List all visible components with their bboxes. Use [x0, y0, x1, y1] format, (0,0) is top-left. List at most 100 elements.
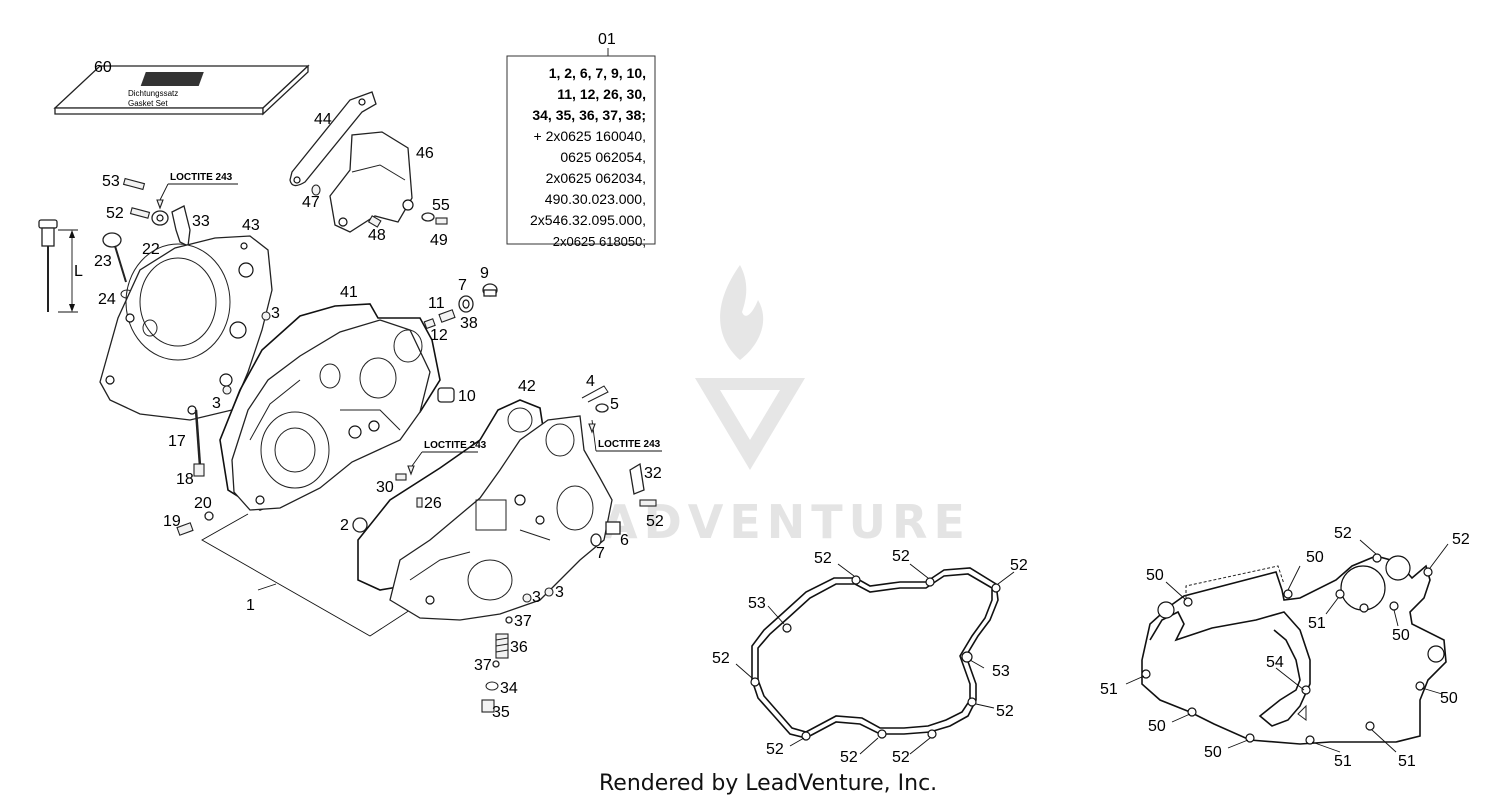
- screw-48: [367, 215, 382, 228]
- callout-gasket-54: 54: [1266, 654, 1284, 671]
- callout-gasket-52: 52: [1334, 525, 1352, 542]
- bracket-32: [629, 462, 645, 495]
- screw-52-right: [639, 499, 657, 507]
- callout-47: 47: [302, 194, 320, 211]
- dowel-3c: [522, 593, 532, 603]
- plug-23: [102, 232, 127, 283]
- callout-37-a: 37: [514, 613, 532, 630]
- callout-3-c: 3: [532, 589, 541, 606]
- bracket-44: [289, 91, 377, 187]
- callout-3-a: 3: [271, 305, 280, 322]
- callout-19: 19: [163, 513, 181, 530]
- bushing-10: [437, 387, 455, 403]
- callout-34: 34: [500, 680, 518, 697]
- callout-23: 23: [94, 253, 112, 270]
- kit-line: 0625 062054,: [560, 149, 646, 165]
- callout-32: 32: [644, 465, 662, 482]
- seal-7b: [590, 533, 602, 547]
- callout-2: 2: [340, 517, 349, 534]
- callout-4: 4: [586, 373, 595, 390]
- kit-line: 1, 2, 6, 7, 9, 10,: [549, 65, 646, 81]
- callout-9: 9: [480, 265, 489, 282]
- callout-52-right: 52: [646, 513, 664, 530]
- screw-30: [395, 473, 407, 481]
- callout-36: 36: [510, 639, 528, 656]
- callout-52-left: 52: [106, 205, 124, 222]
- callout-12: 12: [430, 327, 448, 344]
- dipstick: [38, 219, 58, 312]
- callout-30: 30: [376, 479, 394, 496]
- callout-gasket-52: 52: [814, 550, 832, 567]
- callout-41: 41: [340, 284, 358, 301]
- clip-4: [581, 385, 609, 403]
- part-5: [595, 403, 609, 413]
- callout-gasket-52: 52: [766, 741, 784, 758]
- dowel-3a: [261, 311, 271, 321]
- callout-24: 24: [98, 291, 116, 308]
- callout-46: 46: [416, 145, 434, 162]
- callout-gasket-52: 52: [892, 548, 910, 565]
- callout-17: 17: [168, 433, 186, 450]
- package-line-1: Dichtungssatz: [128, 89, 178, 98]
- washer-20: [204, 511, 214, 521]
- screw-19: [176, 522, 194, 536]
- callout-55: 55: [432, 197, 450, 214]
- screw-52-left: [129, 207, 151, 219]
- kit-box: [506, 55, 656, 245]
- crankcase-gasket: [1141, 553, 1447, 745]
- callout-37-b: 37: [474, 657, 492, 674]
- stud-17: [194, 409, 202, 467]
- callout-33: 33: [192, 213, 210, 230]
- callout-gasket-50: 50: [1440, 690, 1458, 707]
- callout-7-a: 7: [458, 277, 467, 294]
- cover-46: [329, 131, 414, 233]
- callout-10: 10: [458, 388, 476, 405]
- callout-gasket-50: 50: [1148, 718, 1166, 735]
- callout-gasket-52: 52: [840, 749, 858, 766]
- kit-line: + 2x0625 160040,: [534, 128, 647, 144]
- callout-5: 5: [610, 396, 619, 413]
- ball-37b: [492, 660, 500, 668]
- lever-33: [171, 205, 191, 247]
- screw-53: [122, 177, 146, 191]
- screw-49: [435, 217, 448, 225]
- loctite-label-2: LOCTITE 243: [424, 440, 487, 451]
- kit-line: 2x0625 618050;: [553, 234, 646, 249]
- callout-gasket-51: 51: [1100, 681, 1118, 698]
- callout-gasket-50: 50: [1146, 567, 1164, 584]
- washer-34: [485, 681, 499, 691]
- callout-1: 1: [246, 597, 255, 614]
- callout-48: 48: [368, 227, 386, 244]
- callout-43: 43: [242, 217, 260, 234]
- kit-line: 11, 12, 26, 30,: [557, 86, 646, 102]
- callout-44: 44: [314, 111, 332, 128]
- washer-55: [421, 212, 435, 222]
- callout-gasket-51: 51: [1334, 753, 1352, 770]
- kit-line: 490.30.023.000,: [545, 191, 646, 207]
- nut-18: [193, 463, 205, 477]
- kit-line: 2x0625 062034,: [546, 170, 646, 186]
- dowel-3d: [544, 587, 554, 597]
- callout-53: 53: [102, 173, 120, 190]
- dimension-l: [58, 229, 78, 313]
- loctite-label-3: LOCTITE 243: [598, 439, 661, 450]
- callout-gasket-50: 50: [1204, 744, 1222, 761]
- loctite-label-1: LOCTITE 243: [170, 172, 233, 183]
- spring-11: [438, 309, 456, 323]
- loctite-drop-2: [407, 465, 415, 476]
- callout-49: 49: [430, 232, 448, 249]
- callout-35: 35: [492, 704, 510, 721]
- dowel-3b: [222, 385, 232, 395]
- callout-gasket-52: 52: [1452, 531, 1470, 548]
- callout-gasket-52: 52: [996, 703, 1014, 720]
- kit-box-lines: 1, 2, 6, 7, 9, 10, 11, 12, 26, 30, 34, 3…: [530, 65, 646, 249]
- callout-gasket-53: 53: [748, 595, 766, 612]
- callout-42: 42: [518, 378, 536, 395]
- watermark-text: ADVENTURE: [602, 495, 971, 549]
- part-22: [151, 210, 169, 226]
- plug-35: [481, 699, 495, 713]
- callout-gasket-52: 52: [1010, 557, 1028, 574]
- seal-7a: [458, 295, 474, 313]
- plug-6: [605, 521, 621, 535]
